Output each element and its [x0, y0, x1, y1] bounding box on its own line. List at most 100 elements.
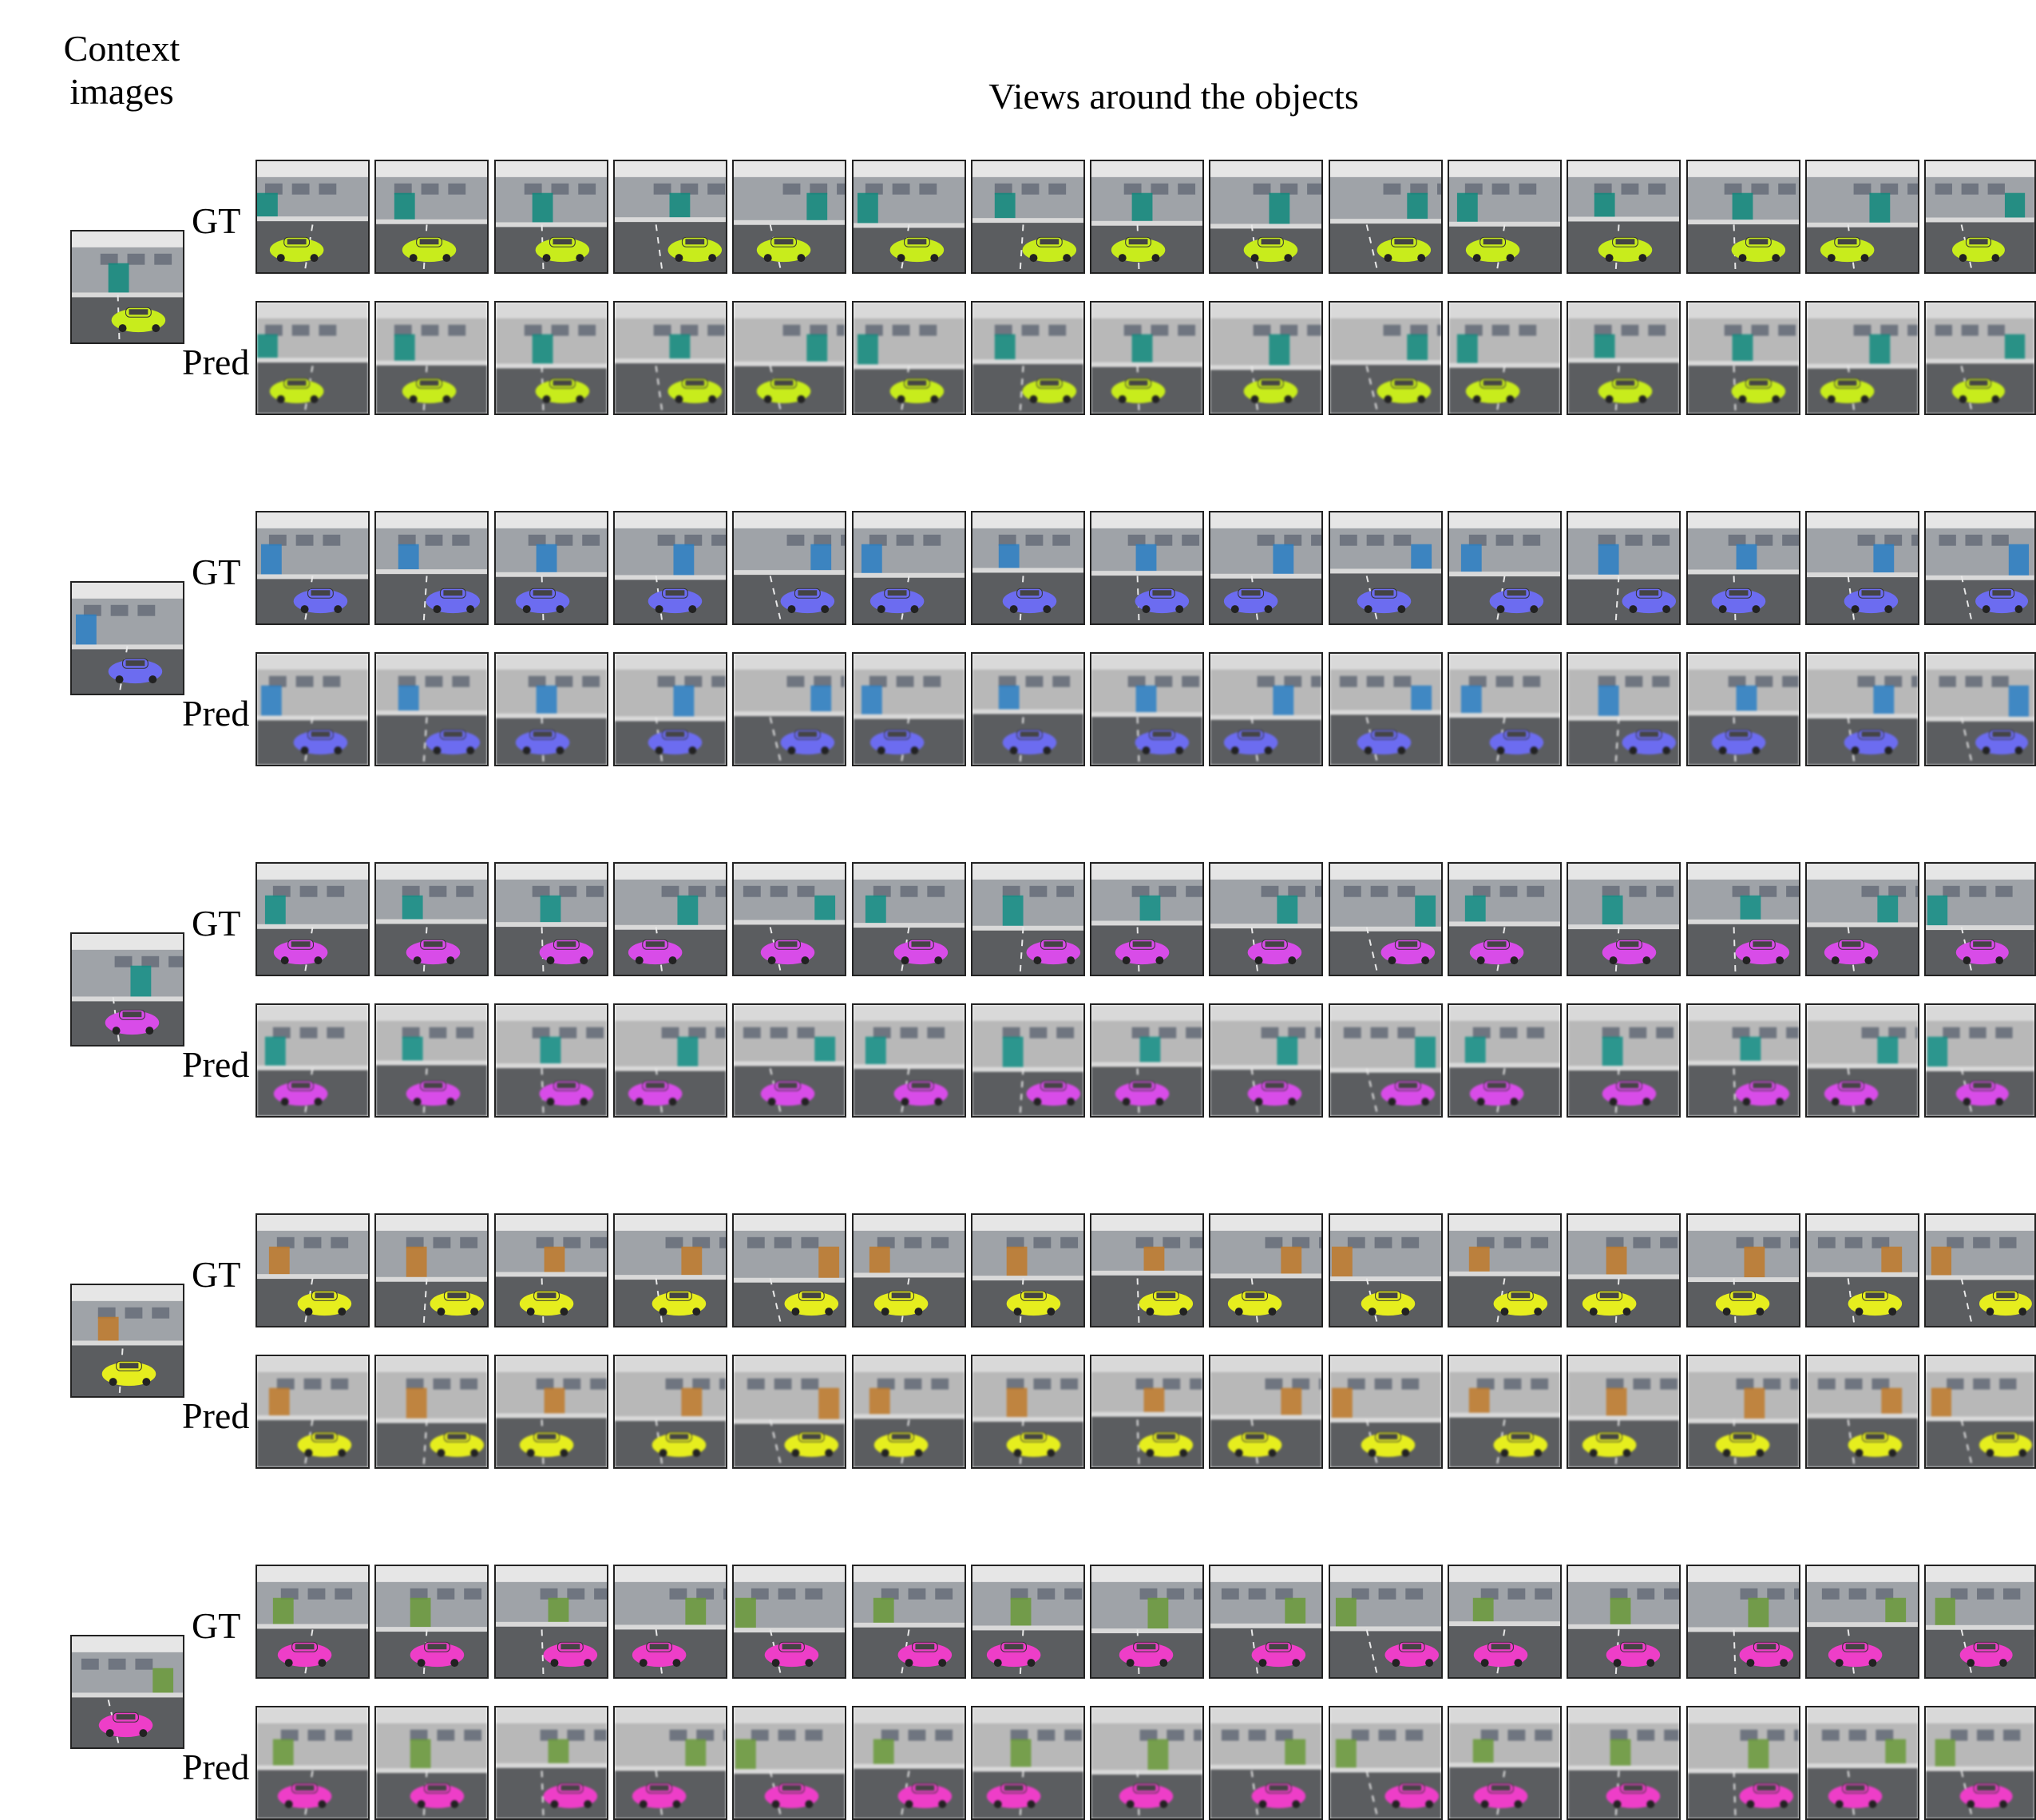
- pred-view-image: [1567, 1355, 1681, 1469]
- pred-view-image: [612, 652, 727, 766]
- gt-view-image: [970, 1213, 1085, 1327]
- pred-view-image: [1804, 301, 1919, 415]
- gt-view-image: [1685, 511, 1800, 625]
- pred-view-image: [732, 1706, 847, 1820]
- gt-view-image: [1209, 1213, 1324, 1327]
- gt-view-image: [374, 511, 489, 625]
- pred-row-label: Pred: [182, 1044, 250, 1085]
- pred-view-image: [255, 1003, 370, 1118]
- pred-view-image: [374, 652, 489, 766]
- gt-view-image: [1328, 160, 1443, 274]
- pred-row-label: Pred: [182, 693, 250, 734]
- pred-view-image: [1448, 301, 1562, 415]
- gt-view-image: [612, 1565, 727, 1679]
- gt-view-image: [612, 511, 727, 625]
- gt-row-label: GT: [192, 552, 241, 592]
- pred-view-image: [1567, 652, 1681, 766]
- gt-row-label: GT: [192, 1254, 241, 1295]
- pred-view-image: [1209, 1706, 1324, 1820]
- gt-view-image: [1567, 1213, 1681, 1327]
- gt-view-image: [732, 862, 847, 976]
- gt-view-image: [970, 511, 1085, 625]
- context-image: [70, 581, 184, 695]
- views-header: Views around the objects: [988, 76, 1359, 117]
- pred-view-image: [1924, 301, 2036, 415]
- pred-view-image: [1448, 652, 1562, 766]
- pred-view-image: [1924, 1706, 2036, 1820]
- gt-view-image: [1448, 1565, 1562, 1679]
- pred-view-image: [1685, 1003, 1800, 1118]
- gt-view-image: [1804, 511, 1919, 625]
- gt-view-image: [255, 160, 370, 274]
- pred-view-image: [1567, 1706, 1681, 1820]
- pred-row-label: Pred: [182, 342, 250, 382]
- pred-view-image: [1209, 1003, 1324, 1118]
- context-image: [70, 932, 184, 1046]
- gt-view-image: [1328, 511, 1443, 625]
- pred-view-image: [1685, 1355, 1800, 1469]
- pred-view-image: [374, 301, 489, 415]
- pred-view-image: [732, 1355, 847, 1469]
- pred-view-image: [970, 1003, 1085, 1118]
- gt-view-image: [1567, 160, 1681, 274]
- pred-view-image: [851, 301, 966, 415]
- gt-view-image: [493, 862, 608, 976]
- pred-view-image: [1448, 1355, 1562, 1469]
- gt-view-image: [374, 862, 489, 976]
- gt-view-image: [851, 1565, 966, 1679]
- pred-view-image: [732, 301, 847, 415]
- gt-view-image: [493, 511, 608, 625]
- gt-view-image: [1090, 1213, 1205, 1327]
- pred-view-image: [970, 1355, 1085, 1469]
- pred-view-image: [1804, 1706, 1919, 1820]
- gt-row-label: GT: [192, 903, 241, 944]
- gt-view-image: [1685, 1213, 1800, 1327]
- pred-view-image: [970, 652, 1085, 766]
- gt-view-image: [1209, 511, 1324, 625]
- pred-view-image: [1209, 301, 1324, 415]
- pred-view-image: [255, 652, 370, 766]
- gt-view-image: [851, 160, 966, 274]
- pred-view-image: [374, 1003, 489, 1118]
- pred-view-image: [1328, 301, 1443, 415]
- gt-view-image: [1090, 1565, 1205, 1679]
- gt-view-image: [851, 511, 966, 625]
- pred-view-image: [1448, 1003, 1562, 1118]
- pred-view-image: [612, 301, 727, 415]
- pred-view-image: [1924, 1355, 2036, 1469]
- gt-view-image: [1567, 1565, 1681, 1679]
- gt-row-label: GT: [192, 200, 241, 241]
- gt-view-image: [1567, 862, 1681, 976]
- gt-view-image: [970, 160, 1085, 274]
- pred-view-image: [255, 1355, 370, 1469]
- gt-view-image: [1448, 160, 1562, 274]
- gt-view-image: [1924, 1565, 2036, 1679]
- pred-view-image: [1685, 301, 1800, 415]
- gt-view-image: [1685, 862, 1800, 976]
- context-image: [70, 230, 184, 344]
- gt-view-image: [1328, 1213, 1443, 1327]
- pred-view-image: [1328, 1003, 1443, 1118]
- pred-view-image: [1090, 1355, 1205, 1469]
- pred-view-image: [493, 301, 608, 415]
- pred-row-label: Pred: [182, 1747, 250, 1787]
- gt-view-image: [732, 160, 847, 274]
- gt-view-image: [970, 862, 1085, 976]
- gt-view-image: [1090, 862, 1205, 976]
- gt-view-image: [255, 862, 370, 976]
- pred-view-image: [493, 1706, 608, 1820]
- pred-view-image: [732, 652, 847, 766]
- gt-view-image: [1804, 1213, 1919, 1327]
- pred-view-image: [1090, 301, 1205, 415]
- gt-view-image: [255, 511, 370, 625]
- gt-view-image: [1567, 511, 1681, 625]
- pred-view-image: [1090, 652, 1205, 766]
- gt-view-image: [1448, 1213, 1562, 1327]
- gt-view-image: [493, 1213, 608, 1327]
- pred-view-image: [851, 1706, 966, 1820]
- pred-row-label: Pred: [182, 1395, 250, 1436]
- gt-view-image: [1209, 1565, 1324, 1679]
- gt-view-image: [1448, 862, 1562, 976]
- pred-view-image: [493, 652, 608, 766]
- pred-view-image: [1924, 652, 2036, 766]
